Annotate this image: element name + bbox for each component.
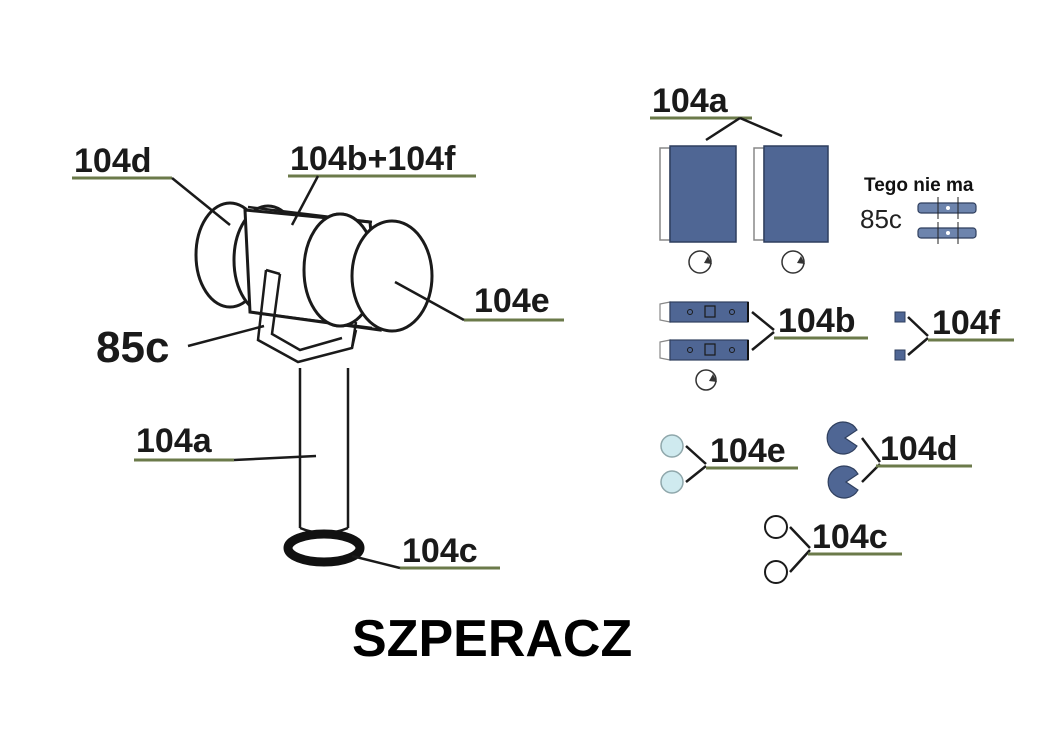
bracket-85c <box>256 268 358 364</box>
parts-104f-label: 104f <box>932 304 1001 342</box>
strip-bottom <box>659 339 749 361</box>
diagram-title: SZPERACZ <box>352 610 632 668</box>
searchlight-assembly: 104d 104b+104f 104e 85c 104a 104c <box>72 140 564 570</box>
label-104c-text: 104c <box>402 532 478 570</box>
parts-104a-label: 104a <box>652 82 729 120</box>
parts-104c: 104c <box>764 515 902 584</box>
ring-104c <box>283 529 365 567</box>
label-104e-text: 104e <box>474 282 550 320</box>
missing-part-note: Tego nie ma 85c <box>860 175 977 244</box>
lens-disc <box>660 434 684 458</box>
label-104bf: 104b+104f <box>288 140 476 226</box>
parts-104e-label: 104e <box>710 432 786 470</box>
cap-disc <box>826 421 858 455</box>
parts-104b: 104b <box>659 301 868 391</box>
label-104a-text: 104a <box>136 422 213 460</box>
label-104d-text: 104d <box>74 142 152 180</box>
front-lens-104e <box>350 219 434 333</box>
label-104e: 104e <box>394 280 564 322</box>
parts-sheet: 104a Tego nie ma 85c <box>650 82 1014 584</box>
lamp-drum <box>194 201 434 333</box>
strip-top <box>659 301 749 323</box>
lens-disc <box>660 470 684 494</box>
parts-104d-label: 104d <box>880 430 958 468</box>
label-104a: 104a <box>134 422 317 462</box>
note-85c-label: 85c <box>860 204 902 234</box>
ring-part <box>764 560 788 584</box>
rotate-arrow-icon <box>688 250 712 274</box>
parts-104f: 104f <box>894 304 1014 361</box>
cap-disc <box>827 465 859 499</box>
post-104a <box>298 368 350 535</box>
label-104bf-text: 104b+104f <box>290 140 456 178</box>
ring-part <box>764 515 788 539</box>
label-85c-text: 85c <box>96 323 169 372</box>
note-text: Tego nie ma <box>864 175 974 196</box>
parts-104a: 104a <box>650 82 829 274</box>
rotate-arrow-icon <box>781 250 805 274</box>
parts-104e: 104e <box>660 432 798 494</box>
label-85c: 85c <box>96 323 265 372</box>
label-104d: 104d <box>72 142 231 226</box>
panel-left <box>659 145 737 243</box>
bracket-85c-part <box>917 222 977 244</box>
parts-104d: 104d <box>826 421 972 499</box>
rotate-arrow-icon <box>695 369 717 391</box>
bracket-85c-part <box>917 197 977 219</box>
parts-104b-label: 104b <box>778 302 856 340</box>
parts-104c-label: 104c <box>812 518 888 556</box>
label-104c: 104c <box>351 532 500 570</box>
panel-right <box>753 145 829 243</box>
